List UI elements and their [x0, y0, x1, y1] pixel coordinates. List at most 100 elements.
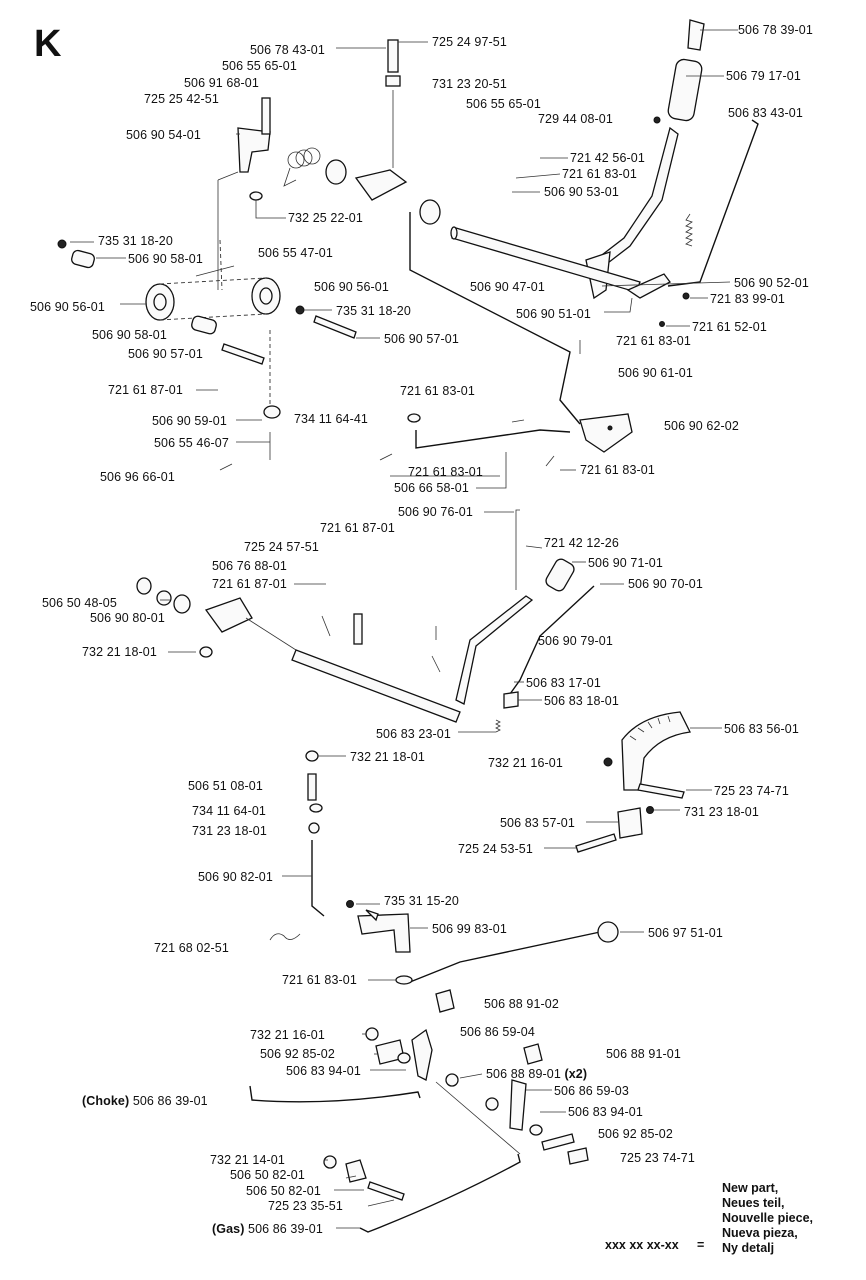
part-number: 506 86 39-01 [248, 1222, 323, 1236]
part-label: 725 24 97-51 [432, 35, 507, 49]
part-label: 506 88 91-01 [606, 1047, 681, 1061]
pivot-arm-drawing [354, 169, 408, 201]
legend-equals: = [697, 1238, 705, 1252]
part-label: 725 23 35-51 [268, 1199, 343, 1213]
part-label: 721 42 12-26 [544, 536, 619, 550]
part-label: 506 90 61-01 [618, 366, 693, 380]
control-cable-drawing [509, 585, 595, 695]
part-label: 506 90 53-01 [544, 185, 619, 199]
part-label: 725 23 74-71 [620, 1151, 695, 1165]
part-label: 506 50 82-01 [246, 1184, 321, 1198]
part-label: 725 24 53-51 [458, 842, 533, 856]
part-label: 506 78 39-01 [738, 23, 813, 37]
part-label: 506 83 17-01 [526, 676, 601, 690]
part-label: 731 23 20-51 [432, 77, 507, 91]
legend-code: xxx xx xx-xx [605, 1238, 679, 1252]
vertical-stud-drawing [311, 840, 325, 917]
legend-line: Neues teil, [722, 1196, 785, 1210]
part-label: 721 61 83-01 [400, 384, 475, 398]
part-label: 506 88 89-01 (x2) [486, 1067, 587, 1081]
part-label: 721 42 56-01 [570, 151, 645, 165]
part-label: 506 88 91-02 [484, 997, 559, 1011]
part-label: 506 90 52-01 [734, 276, 809, 290]
part-label: 506 78 43-01 [250, 43, 325, 57]
linkage-rod-drawing [409, 212, 581, 425]
part-label: 506 90 80-01 [90, 611, 165, 625]
part-label: 721 83 99-01 [710, 292, 785, 306]
part-label: 506 83 18-01 [544, 694, 619, 708]
part-label: 725 23 74-71 [714, 784, 789, 798]
part-label: 721 61 83-01 [408, 465, 483, 479]
part-label: 732 25 22-01 [288, 211, 363, 225]
part-label: 735 31 18-20 [336, 304, 411, 318]
torsion-spring-drawing [283, 147, 321, 187]
clevis-bracket-drawing [204, 597, 253, 633]
part-label: 506 90 59-01 [152, 414, 227, 428]
part-label: (Gas) 506 86 39-01 [212, 1222, 323, 1236]
part-label: 506 83 43-01 [728, 106, 803, 120]
part-label: 506 90 47-01 [470, 280, 545, 294]
part-label: 734 11 64-01 [192, 804, 266, 818]
part-label: 506 90 71-01 [588, 556, 663, 570]
part-label: 506 97 51-01 [648, 926, 723, 940]
part-number: 506 88 89-01 [486, 1067, 561, 1081]
part-label: 732 21 16-01 [488, 756, 563, 770]
part-label: 506 90 58-01 [128, 252, 203, 266]
part-label: 731 23 18-01 [684, 805, 759, 819]
part-label: 506 76 88-01 [212, 559, 287, 573]
part-label: 506 90 51-01 [516, 307, 591, 321]
handle-knob-drawing [653, 19, 705, 124]
idler-pulleys-drawing [145, 239, 281, 321]
part-label: 506 90 57-01 [384, 332, 459, 346]
legend-line: Nouvelle piece, [722, 1211, 814, 1225]
part-label: 506 90 62-02 [664, 419, 739, 433]
part-number: 506 86 39-01 [132, 1094, 208, 1108]
part-label: 506 83 57-01 [500, 816, 575, 830]
part-label: 732 21 16-01 [250, 1028, 325, 1042]
part-label: 506 50 48-05 [42, 596, 117, 610]
part-label: 506 51 08-01 [188, 779, 263, 793]
part-label: 721 61 87-01 [320, 521, 395, 535]
part-label: 506 83 23-01 [376, 727, 451, 741]
part-label: 506 90 56-01 [314, 280, 389, 294]
part-label: 506 79 17-01 [726, 69, 801, 83]
part-label: 721 61 83-01 [562, 167, 637, 181]
part-label: 506 96 66-01 [100, 470, 175, 484]
choke-qualifier: (Choke) [82, 1094, 130, 1108]
part-label: 734 11 64-41 [294, 412, 368, 426]
part-label: 721 61 52-01 [692, 320, 767, 334]
legend-line: Ny detalj [722, 1241, 775, 1255]
part-label: 725 24 57-51 [244, 540, 319, 554]
choke-cable-drawing [249, 1085, 421, 1103]
part-label: 721 61 83-01 [580, 463, 655, 477]
part-label: 721 61 83-01 [282, 973, 357, 987]
cable-bracket-drawing [357, 913, 411, 953]
part-label: 735 31 18-20 [98, 234, 173, 248]
part-label: 506 55 47-01 [258, 246, 333, 260]
gear-sector-drawing [621, 711, 691, 791]
part-label: 506 90 79-01 [538, 634, 613, 648]
part-label: 506 83 94-01 [286, 1064, 361, 1078]
part-label: 721 61 87-01 [108, 383, 183, 397]
part-label: (Choke) 506 86 39-01 [82, 1094, 208, 1108]
part-label: 732 21 18-01 [82, 645, 157, 659]
legend-line: New part, [722, 1181, 779, 1195]
main-cross-shaft-drawing [291, 649, 461, 723]
part-label: 506 92 85-02 [260, 1047, 335, 1061]
part-label: 506 55 46-07 [154, 436, 229, 450]
part-label: 732 21 14-01 [210, 1153, 285, 1167]
part-label: 725 25 42-51 [144, 92, 219, 106]
part-label: 506 50 82-01 [230, 1168, 305, 1182]
new-part-legend: New part, Neues teil, Nouvelle piece, Nu… [722, 1181, 813, 1256]
throttle-rod-drawing [667, 119, 759, 287]
section-letter: K [34, 23, 62, 65]
part-label: 506 90 56-01 [30, 300, 105, 314]
part-label: 721 61 83-01 [616, 334, 691, 348]
part-label: 506 90 70-01 [628, 577, 703, 591]
part-label: 731 23 18-01 [192, 824, 267, 838]
legend-line: Nueva pieza, [722, 1226, 798, 1240]
gas-cable-drawing [359, 1153, 521, 1233]
gas-qualifier: (Gas) [212, 1222, 245, 1236]
